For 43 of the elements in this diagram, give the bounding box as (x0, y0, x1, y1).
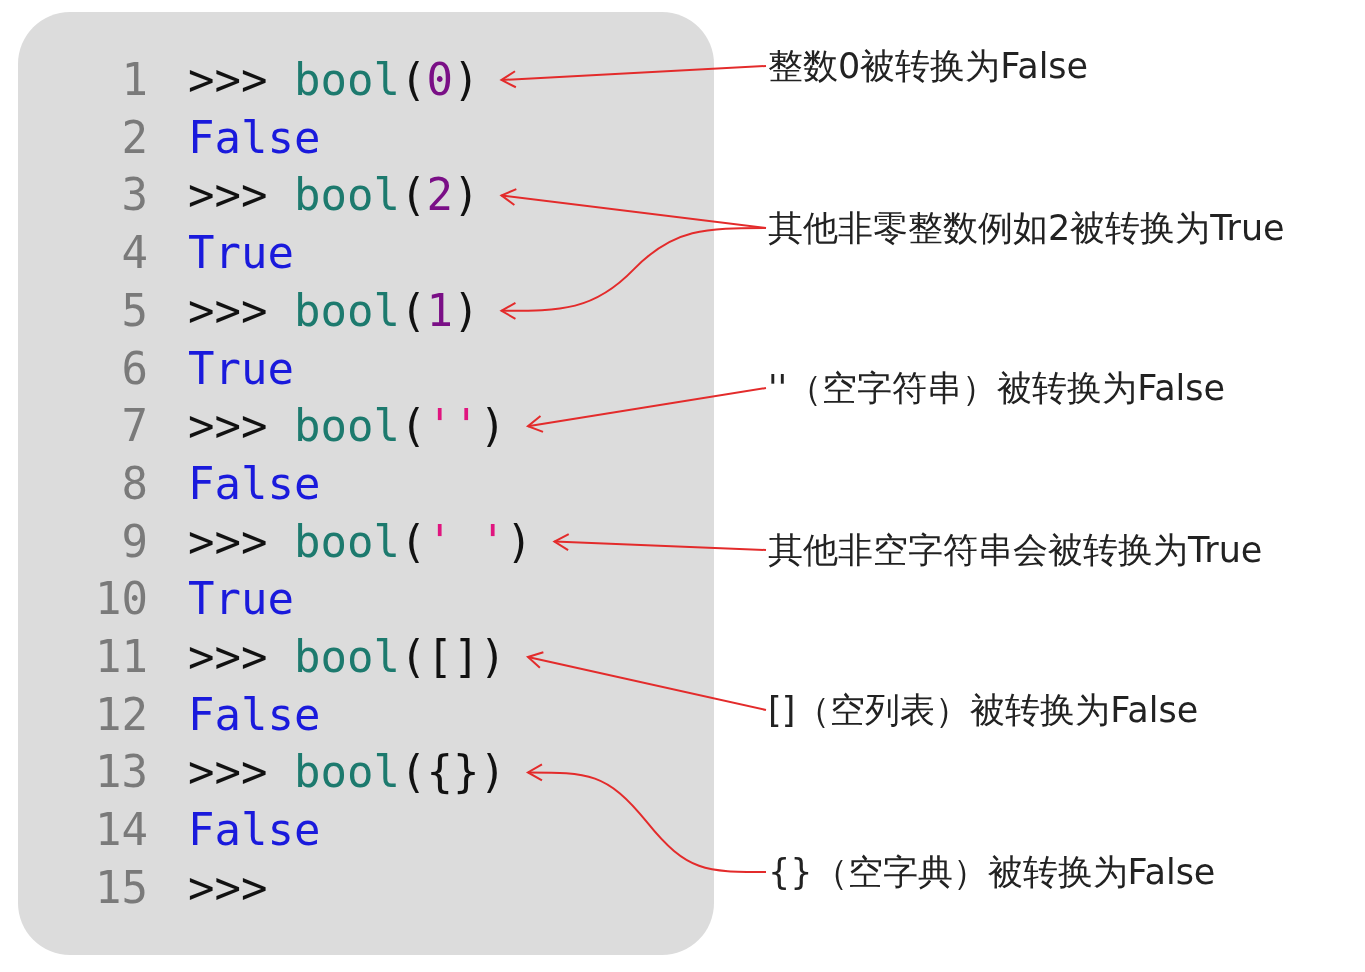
code-panel (18, 12, 714, 955)
line-number: 10 (94, 573, 148, 626)
line-number: 1 (120, 54, 148, 106)
code-text: False (188, 111, 321, 163)
code-text: >>> bool({}) (188, 746, 506, 798)
annotation-text: 其他非空字符串会被转换为True (768, 530, 1263, 570)
code-text: >>> bool(2) (188, 169, 480, 221)
line-number: 6 (120, 342, 148, 395)
code-text: False (188, 457, 321, 509)
arrow (526, 651, 767, 711)
line-number: 7 (120, 400, 148, 453)
line-number: 11 (94, 631, 148, 683)
annotation-text: []（空列表）被转换为False (768, 690, 1199, 730)
annotation-text: 整数0被转换为False (768, 46, 1089, 86)
line-number: 13 (94, 746, 148, 799)
arrow (526, 763, 767, 873)
code-text: True (188, 342, 294, 394)
line-number: 14 (94, 804, 148, 857)
line-number: 4 (120, 227, 148, 280)
annotation-text: {}（空字典）被转换为False (768, 852, 1216, 892)
code-text: False (188, 688, 321, 740)
line-number: 8 (120, 457, 148, 510)
annotation-text: ''（空字符串）被转换为False (768, 368, 1226, 408)
code-text: >>> bool(0) (188, 54, 480, 105)
line-number: 12 (94, 688, 148, 741)
arrow (500, 65, 767, 89)
code-text: >>> bool([]) (188, 631, 506, 682)
code-text: >>> (188, 861, 268, 913)
code-text: >>> bool(' ') (188, 515, 533, 567)
code-text: >>> bool('') (188, 400, 506, 452)
arrow (500, 227, 767, 320)
annotation-text: 其他非零整数例如2被转换为True (768, 208, 1285, 248)
code-text: True (188, 573, 294, 625)
arrow (553, 533, 767, 552)
arrow (526, 387, 767, 433)
code-text: >>> bool(1) (188, 284, 480, 336)
code-text: True (188, 227, 294, 279)
code-text: False (188, 804, 321, 856)
line-number: 3 (120, 169, 148, 222)
line-number: 2 (120, 111, 148, 164)
line-number: 15 (94, 861, 148, 914)
line-number: 5 (120, 284, 148, 337)
line-number: 9 (120, 515, 148, 568)
